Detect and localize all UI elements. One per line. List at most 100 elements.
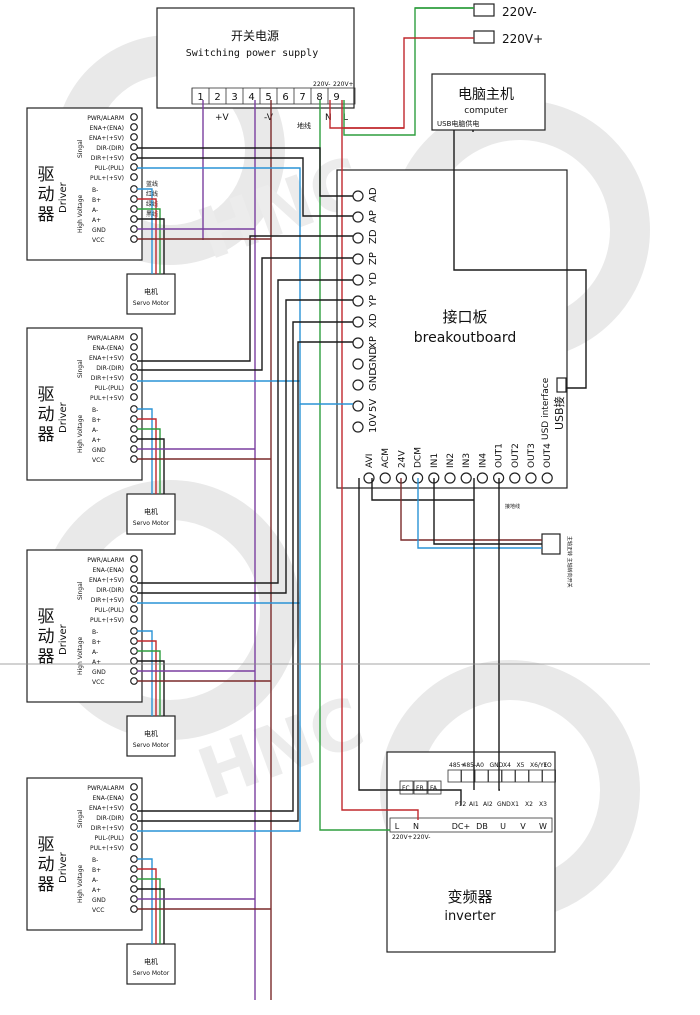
driver-term-label: GND xyxy=(92,897,106,904)
signal-wire-4 xyxy=(137,257,353,371)
driver-term-label: A+ xyxy=(92,217,101,224)
breakout-pin-out3 xyxy=(525,472,537,484)
breakout-pin-gnd-9 xyxy=(352,379,364,391)
driver-term-label: GND xyxy=(92,669,106,676)
driver-term-label: PWR/ALARM xyxy=(87,115,124,122)
driver-term-label: PUL+(+5V) xyxy=(90,175,124,182)
inverter-title-en: inverter xyxy=(444,909,496,924)
breakout-label-gnd-9: GND xyxy=(368,368,379,391)
computer-usb-note: USB电脑供电 xyxy=(437,119,479,128)
driver-term-label: ENA+(+5V) xyxy=(89,135,124,142)
breakout-label-out1: OUT1 xyxy=(495,443,505,468)
ps-n-to-inverter xyxy=(319,100,390,831)
driver-cn3: 器 xyxy=(38,205,55,225)
motor-wire xyxy=(137,218,165,274)
motor-en: Servo Motor xyxy=(133,742,170,749)
driver-high-voltage-label: High Voltage xyxy=(77,636,84,675)
driver-term-pin xyxy=(130,875,138,883)
driver-term-label: B+ xyxy=(92,867,101,874)
breakout-pin-xp-7 xyxy=(352,337,364,349)
ps-n: N xyxy=(325,113,332,123)
ps-terminal-9: 9 xyxy=(333,92,339,103)
dcm-wire xyxy=(417,478,542,549)
motor-wire xyxy=(137,428,161,494)
breakout-pin-xd-6 xyxy=(352,316,364,328)
power-supply-title-en: Switching power supply xyxy=(186,48,318,59)
driver-term-pin xyxy=(130,833,138,841)
inverter-top-label: A0 xyxy=(476,762,484,769)
breakout-label-24v: 24V xyxy=(397,450,407,468)
driver-term-label: B- xyxy=(92,629,98,636)
driver-term-pin xyxy=(130,783,138,791)
breakout-pin-yd-4 xyxy=(352,274,364,286)
motor-wire xyxy=(137,198,157,274)
driver-term-pin xyxy=(130,793,138,801)
inverter-top-label: FO xyxy=(544,762,552,769)
ps-terminal-2: 2 xyxy=(214,92,220,103)
driver-term-pin xyxy=(130,435,138,443)
driver-term-pin xyxy=(130,865,138,873)
ps-terminal-6: 6 xyxy=(282,92,288,103)
breakout-label-zp-3: ZP xyxy=(368,252,379,265)
driver-singal-label: Singal xyxy=(77,809,84,828)
inverter-top-label: GND xyxy=(490,762,504,769)
driver-term-pin xyxy=(130,823,138,831)
inverter-top-cell xyxy=(447,769,462,783)
inverter-top-cell xyxy=(515,769,529,783)
motor-wire xyxy=(137,630,153,716)
driver-term-label: PWR/ALARM xyxy=(87,335,124,342)
driver-singal-label: Singal xyxy=(77,139,84,158)
driver-cn3: 器 xyxy=(38,425,55,445)
motor-wire xyxy=(137,878,161,944)
driver-term-pin xyxy=(130,813,138,821)
motor-box xyxy=(126,715,176,757)
signal-wire-2 xyxy=(137,167,353,405)
ps-l: L xyxy=(343,113,348,123)
inverter-top-cell xyxy=(488,769,502,783)
driver-high-voltage-label: High Voltage xyxy=(77,194,84,233)
driver-term-label: GND xyxy=(92,227,106,234)
driver-term-label: PUL-(PUL) xyxy=(95,607,124,614)
driver-term-label: ENA+(+5V) xyxy=(89,805,124,812)
inverter-top-cell xyxy=(542,769,556,783)
breakout-label-ap-1: AP xyxy=(368,210,379,223)
inverter-small-label: FB xyxy=(416,785,424,792)
ps-volt-pos: 220V+ xyxy=(333,81,354,88)
motor-cn: 电机 xyxy=(144,729,158,738)
driver-term-label: B+ xyxy=(92,197,101,204)
breakout-title-en: breakoutboard xyxy=(414,330,517,346)
driver-term-pin xyxy=(130,383,138,391)
driver-term-label: PUL-(PUL) xyxy=(95,835,124,842)
driver-term-label: PUL+(+5V) xyxy=(90,617,124,624)
driver-term-pin xyxy=(130,363,138,371)
motor-wire xyxy=(137,408,153,494)
inverter-small-label: FC xyxy=(402,785,410,792)
breakout-pin-in4 xyxy=(476,472,488,484)
inverter-small-box xyxy=(427,780,442,795)
signal-wire-0 xyxy=(137,147,353,197)
driver-term-label: DIR+(+5V) xyxy=(91,375,124,382)
driver-term-label: PUL-(PUL) xyxy=(95,165,124,172)
inverter-top-cell xyxy=(474,769,489,783)
driver-term-label: ENA-(ENA) xyxy=(93,567,124,574)
breakout-label-gnd-8: GND xyxy=(368,347,379,370)
driver-term-label: PUL+(+5V) xyxy=(90,845,124,852)
inverter-mid-label: GND xyxy=(497,801,511,808)
breakout-pin-gnd-8 xyxy=(352,358,364,370)
driver-term-pin xyxy=(130,415,138,423)
driver-term-pin xyxy=(130,855,138,863)
breakout-label-xd-6: XD xyxy=(368,313,379,328)
driver-wire-color-label: 蓝线 xyxy=(146,180,158,188)
driver-term-label: ENA+(ENA) xyxy=(90,125,124,132)
ps-terminal-5: 5 xyxy=(265,92,271,103)
breakout-title-cn: 接口板 xyxy=(442,308,487,326)
driver-term-pin xyxy=(130,163,138,171)
driver-term-pin xyxy=(130,235,138,243)
motor-wire xyxy=(137,640,157,716)
